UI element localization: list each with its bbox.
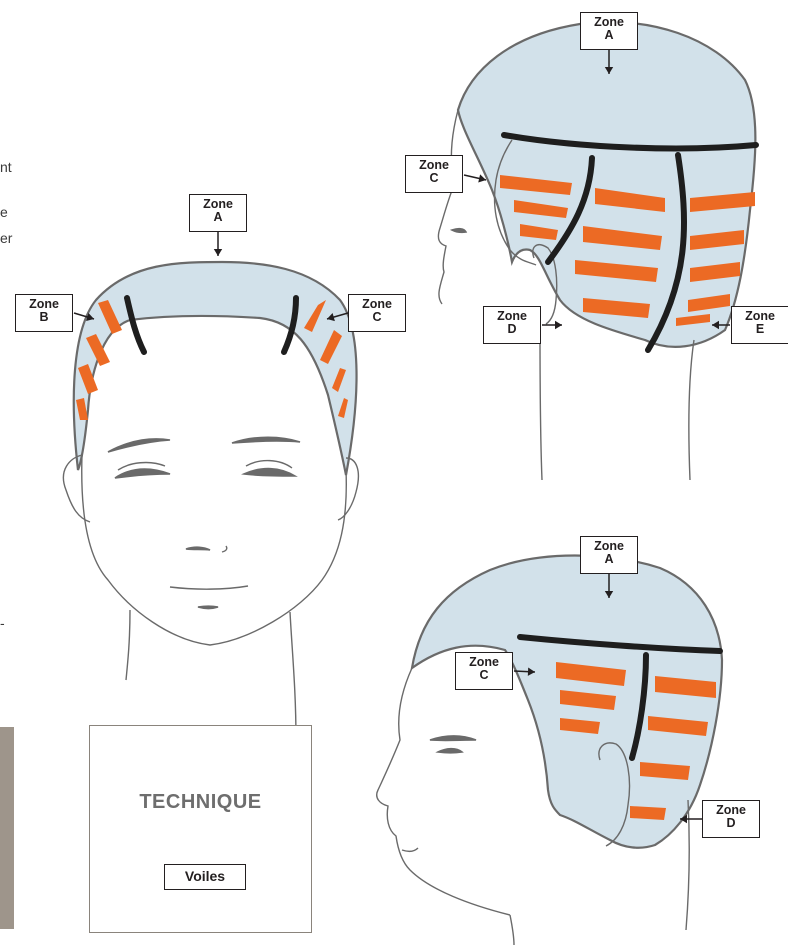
- back-zone-c-label: ZoneC: [405, 155, 463, 193]
- back-zone-a-label: ZoneA: [580, 12, 638, 50]
- front-nose: [186, 547, 210, 550]
- front-zone-a-label: ZoneA: [189, 194, 247, 232]
- back-zone-d-arrow-head: [555, 321, 562, 329]
- side-neck-front: [510, 915, 514, 945]
- side-eye: [438, 749, 462, 753]
- back-neck-back: [689, 340, 694, 480]
- back-head: [438, 22, 755, 480]
- front-right-eyelid: [246, 461, 292, 468]
- back-eye: [452, 229, 466, 233]
- front-neck-left: [126, 610, 130, 680]
- front-nostril: [222, 546, 227, 552]
- front-hair: [74, 262, 357, 475]
- front-right-eye: [244, 469, 295, 476]
- front-zone-b-label: ZoneB: [15, 294, 73, 332]
- legend-item-label: Voiles: [164, 864, 246, 890]
- front-left-brow: [108, 439, 170, 452]
- side-zone-a-label: ZoneA: [580, 536, 638, 574]
- side-head: [377, 556, 722, 946]
- front-zone-a-arrow-head: [214, 249, 222, 256]
- technique-legend: TECHNIQUE Voiles: [89, 725, 312, 933]
- front-head: [63, 262, 358, 740]
- side-veil-7: [630, 806, 666, 820]
- legend-title: TECHNIQUE: [90, 791, 311, 814]
- side-zone-d-label: ZoneD: [702, 800, 760, 838]
- side-lips: [402, 848, 418, 851]
- back-zone-e-label: ZoneE: [731, 306, 788, 344]
- front-lower-lip: [198, 606, 218, 608]
- side-zone-c-label: ZoneC: [455, 652, 513, 690]
- front-left-eye: [115, 469, 170, 478]
- side-brow: [430, 736, 476, 741]
- front-mouth: [170, 586, 248, 589]
- front-face-outline: [82, 455, 347, 645]
- front-zone-c-label: ZoneC: [348, 294, 406, 332]
- back-neck-front: [540, 330, 542, 480]
- back-face-profile: [438, 110, 458, 304]
- front-right-brow: [232, 437, 300, 443]
- front-neck-right: [290, 612, 296, 740]
- side-face-profile: [377, 668, 510, 915]
- back-zone-d-label: ZoneD: [483, 306, 541, 344]
